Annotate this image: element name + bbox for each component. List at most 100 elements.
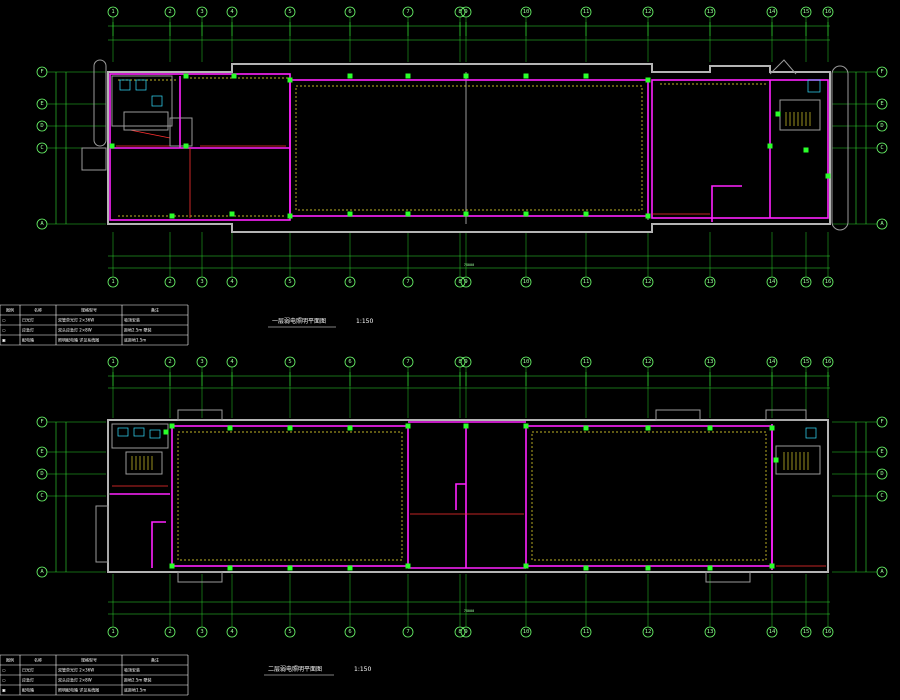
p1-axis-right-A-label: A (880, 221, 884, 227)
p2-fix-fixture (347, 565, 353, 571)
p1-fix-fixture (109, 143, 115, 149)
p1-fix-fixture (405, 211, 411, 217)
p1-axis-right-D-label: D (880, 123, 883, 129)
p2-fix-fixture (227, 425, 233, 431)
p1-axis-top-16-label: 16 (825, 9, 832, 15)
p2-axis-bottom-13-label: 13 (707, 629, 714, 635)
p2-axis-top-7-label: 7 (406, 359, 409, 365)
p1-axis-bottom-1-label: 1 (111, 279, 114, 285)
plan-2-scale: 1:150 (354, 666, 371, 673)
p1-fix-fixture (645, 213, 651, 219)
plan-2-fixtures (163, 423, 779, 571)
p2-axis-bottom-9-label: 9 (464, 629, 467, 635)
legend1-cell: ▭ (2, 328, 6, 333)
p1-axis-bottom-1: 1 (107, 276, 119, 288)
p1-fix-fixture (347, 73, 353, 79)
legend1-cell: 应急灯 (22, 327, 34, 333)
p2-axis-bottom-2-label: 2 (168, 629, 171, 635)
p1-axis-top-14: 14 (766, 6, 778, 18)
p1-axis-bottom-4: 4 (226, 276, 238, 288)
p1-fix-fixture (169, 213, 175, 219)
p2-axis-top-11-label: 11 (583, 359, 590, 365)
p2-axis-top-10-label: 10 (523, 359, 530, 365)
p2-axis-top-3: 3 (196, 356, 208, 368)
p1-axis-bottom-4-label: 4 (230, 279, 234, 285)
p2-axis-bottom-12: 12 (642, 626, 654, 638)
p2-axis-bottom-5-label: 5 (288, 629, 291, 635)
p2-fix-fixture (523, 423, 529, 429)
p1-fix-fixture (231, 73, 237, 79)
p1-axis-bottom-5: 5 (284, 276, 296, 288)
p2-axis-bottom-13: 13 (704, 626, 716, 638)
p1-axis-top-7-label: 7 (406, 9, 409, 15)
p1-axis-right-C: C (876, 142, 888, 154)
p2-axis-top-8-label: 8 (458, 359, 461, 365)
p2-axis-right-A: A (876, 566, 888, 578)
p2-axis-top-2: 2 (164, 356, 176, 368)
p2-axis-left-A: A (36, 566, 48, 578)
p2-fix-fixture (287, 425, 293, 431)
legend1-header-0: 图例 (6, 307, 14, 313)
p1-axis-top-1-label: 1 (111, 9, 114, 15)
p1-fix-fixture (405, 73, 411, 79)
p2-axis-top-16-label: 16 (825, 359, 832, 365)
plan-2-dimension-lines: 78000 (55, 375, 867, 615)
p1-axis-top-15-label: 15 (803, 9, 810, 15)
p1-axis-bottom-13-label: 13 (707, 279, 714, 285)
p2-axis-left-A-label: A (40, 569, 44, 575)
p2-axis-bottom-11-label: 11 (583, 629, 590, 635)
p2-axis-right-C: C (876, 490, 888, 502)
p2-axis-top-15-label: 15 (803, 359, 810, 365)
p1-axis-top-13: 13 (704, 6, 716, 18)
plan-1-circuit-lines (109, 73, 829, 222)
p1-axis-left-E: E (36, 98, 48, 110)
p2-axis-bottom-16-label: 16 (825, 629, 832, 635)
p2-fix-fixture (347, 425, 353, 431)
plan-1-fixtures (109, 73, 831, 219)
legend2-cell: 配电箱 (22, 687, 34, 693)
legend2-cell: 应急灯 (22, 677, 34, 683)
legend1-cell: 底距地1.5m (124, 337, 146, 343)
p1-axis-bottom-15: 15 (800, 276, 812, 288)
p1-axis-bottom-7: 7 (402, 276, 414, 288)
p1-axis-bottom-9: 9 (460, 276, 472, 288)
p2-axis-bottom-12-label: 12 (645, 629, 652, 635)
p2-axis-left-C-label: C (40, 493, 43, 499)
legend1-cell: 双头应急灯 2×8W (58, 327, 92, 333)
legend1-cell: 日光灯 (22, 317, 34, 323)
p1-fix-fixture (825, 173, 831, 179)
legend2-header-0: 图例 (6, 657, 14, 663)
p1-axis-top-2-label: 2 (168, 9, 171, 15)
p1-axis-left-C-label: C (40, 145, 43, 151)
plan-2-walls (95, 409, 829, 583)
p1-axis-bottom-3-label: 3 (200, 279, 203, 285)
p2-fix-fixture (163, 429, 169, 435)
p1-axis-top-15: 15 (800, 6, 812, 18)
p2-axis-top-13-label: 13 (707, 359, 714, 365)
p1-fix-fixture (775, 111, 781, 117)
p1-axis-bottom-11: 11 (580, 276, 592, 288)
p1-axis-left-F: F (36, 66, 48, 78)
p2-fix-fixture (169, 563, 175, 569)
p1-axis-bottom-3: 3 (196, 276, 208, 288)
p1-axis-bottom-7-label: 7 (406, 279, 409, 285)
p1-axis-right-E: E (876, 98, 888, 110)
p2-axis-left-C: C (36, 490, 48, 502)
plan-2-circuit-lines (110, 421, 773, 570)
legend1-header-2: 规格型号 (81, 307, 97, 313)
p1-fix-fixture (183, 73, 189, 79)
p2-axis-top-6-label: 6 (348, 359, 351, 365)
p1-axis-bottom-14: 14 (766, 276, 778, 288)
p1-fix-fixture (347, 211, 353, 217)
p1-axis-top-16: 16 (822, 6, 834, 18)
p2-axis-bottom-5: 5 (284, 626, 296, 638)
legend1-cell: 双管荧光灯 2×36W (58, 317, 94, 323)
plan-1-lighting-runs (118, 77, 766, 217)
plan-1-stair-right (769, 59, 821, 131)
p1-axis-bottom-5-label: 5 (288, 279, 291, 285)
p1-axis-left-A: A (36, 218, 48, 230)
